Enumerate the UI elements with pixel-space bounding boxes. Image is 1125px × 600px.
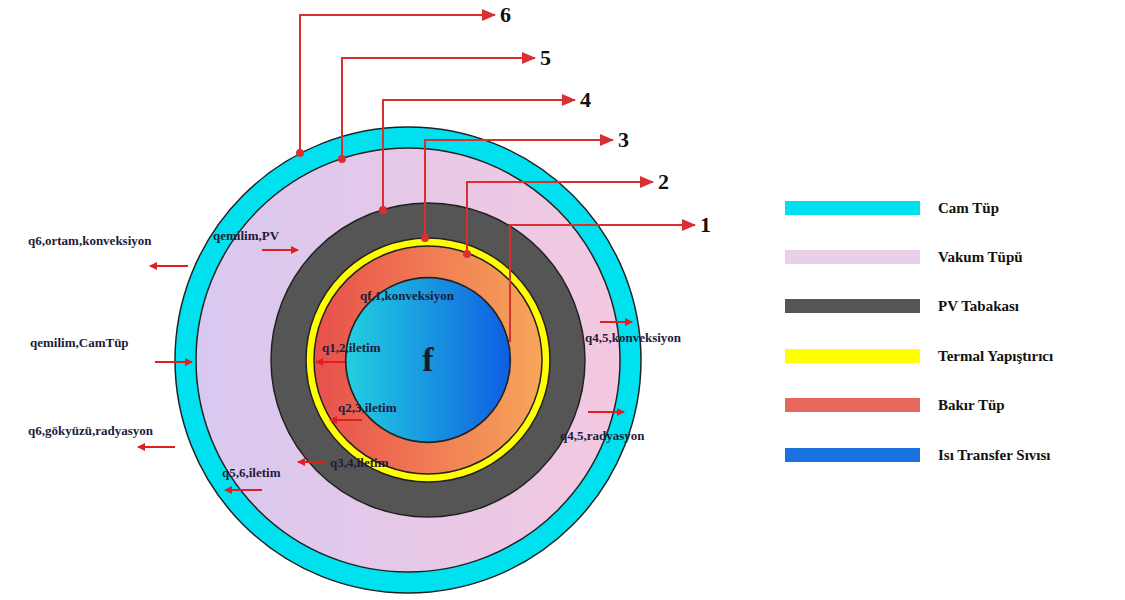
legend-text: Termal Yapıştırıcı xyxy=(938,347,1053,365)
legend-text: PV Tabakası xyxy=(938,297,1019,315)
heat-flow-label: qemilim,CamTüp xyxy=(30,335,129,351)
callout-number: 6 xyxy=(500,2,511,28)
heat-flow-label: q6,gökyüzü,radyasyon xyxy=(28,423,153,439)
legend-text: Vakum Tüpü xyxy=(938,248,1023,266)
callout-number: 3 xyxy=(618,127,629,153)
legend-text: Bakır Tüp xyxy=(938,396,1005,414)
callout-number: 5 xyxy=(540,45,551,71)
legend-swatch xyxy=(785,349,920,363)
legend-swatch xyxy=(785,398,920,412)
heat-flow-label: q2,3,iletim xyxy=(338,400,397,416)
legend-text: Isı Transfer Sıvısı xyxy=(938,446,1051,464)
heat-flow-label: q6,ortam,konveksiyon xyxy=(28,233,152,249)
heat-flow-label: q1,2,iletim xyxy=(322,340,381,356)
callout-number: 1 xyxy=(700,212,711,238)
heat-flow-label: q3,4,iletim xyxy=(330,455,389,471)
heat-flow-label: qemilim,PV xyxy=(213,228,279,244)
legend-swatch xyxy=(785,250,920,264)
legend-swatch xyxy=(785,299,920,313)
callout-number: 4 xyxy=(580,87,591,113)
heat-flow-label: q5,6,iletim xyxy=(222,465,281,481)
legend-text: Cam Tüp xyxy=(938,199,999,217)
heat-flow-label: q4,5,konveksiyon xyxy=(585,330,681,346)
heat-flow-label: q4,5,radyasyon xyxy=(560,428,645,444)
legend-swatch xyxy=(785,448,920,462)
callout-number: 2 xyxy=(658,169,669,195)
legend-swatch xyxy=(785,201,920,215)
heat-flow-label: qf,1,konveksiyon xyxy=(360,288,454,304)
